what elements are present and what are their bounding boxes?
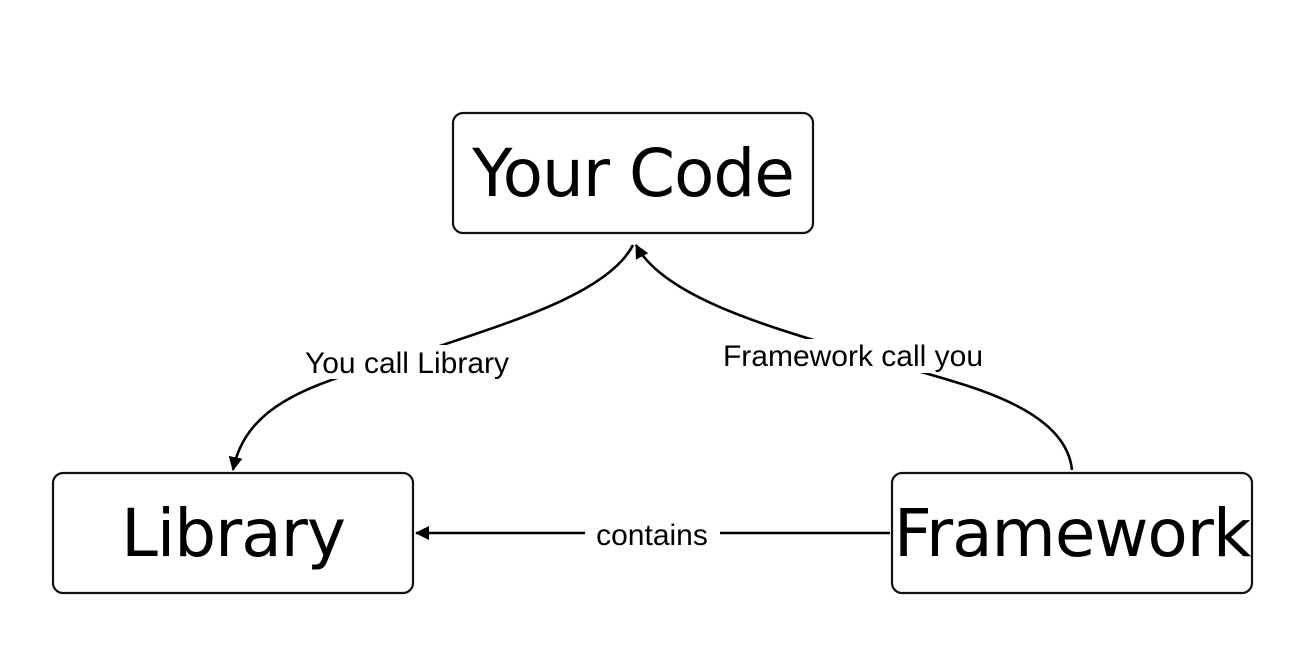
node-framework: Framework	[890, 471, 1254, 595]
edge-label-contains-text: contains	[596, 519, 708, 552]
node-library: Library	[51, 471, 415, 595]
node-your-code-label: Your Code	[471, 135, 794, 212]
edge-label-you-call-library-text: You call Library	[305, 347, 509, 380]
edge-label-you-call-library: You call Library	[286, 345, 528, 380]
node-framework-label: Framework	[894, 495, 1252, 572]
node-your-code: Your Code	[451, 111, 815, 235]
edge-label-framework-call-you-text: Framework call you	[723, 340, 983, 373]
edge-label-framework-call-you: Framework call you	[697, 339, 1010, 373]
node-library-label: Library	[121, 495, 345, 572]
edge-label-contains: contains	[585, 517, 720, 552]
